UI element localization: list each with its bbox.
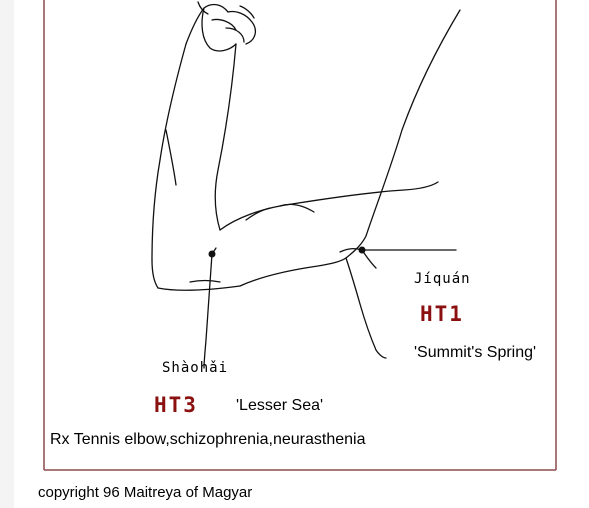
ht1-name: 'Summit's Spring' [414, 344, 536, 362]
ht1-point-dot [359, 247, 366, 254]
indication-text: Rx Tennis elbow,schizophrenia,neurasthen… [50, 431, 365, 449]
ht3-pinyin: Shàohǎi [162, 360, 228, 376]
ht3-point-dot [209, 251, 216, 258]
arm-outline [152, 2, 460, 368]
copyright-text: copyright 96 Maitreya of Magyar [38, 484, 252, 501]
ht1-pinyin: Jíquán [414, 271, 471, 287]
ht3-name: 'Lesser Sea' [236, 397, 323, 415]
ht3-code: HT3 [154, 393, 198, 417]
ht1-code: HT1 [420, 302, 464, 326]
